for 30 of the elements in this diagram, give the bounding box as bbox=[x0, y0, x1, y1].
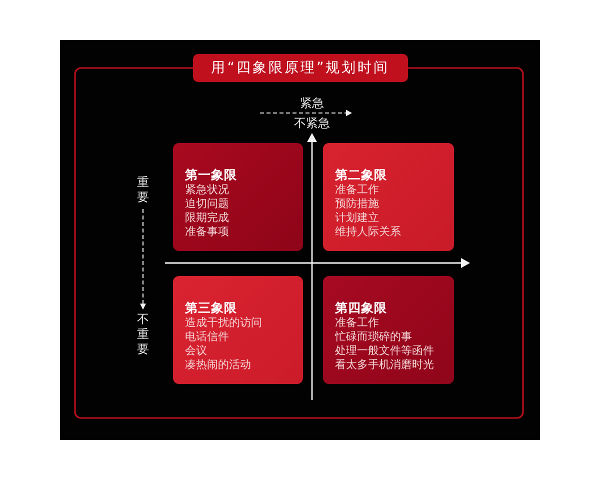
list-item: 处理一般文件等函件 bbox=[335, 344, 434, 358]
list-item: 准备事项 bbox=[185, 225, 229, 239]
list-item: 凑热闹的活动 bbox=[185, 358, 251, 372]
quadrant-heading: 第一象限 bbox=[185, 167, 237, 183]
list-item: 迫切问题 bbox=[185, 197, 229, 211]
quadrant-card bbox=[323, 143, 454, 251]
quadrant-card bbox=[323, 276, 454, 384]
list-item: 忙碌而琐碎的事 bbox=[335, 330, 412, 344]
list-item: 限期完成 bbox=[185, 211, 229, 225]
list-item: 紧急状况 bbox=[185, 183, 229, 197]
list-item: 电话信件 bbox=[185, 330, 229, 344]
list-item: 计划建立 bbox=[335, 211, 379, 225]
quadrant-card bbox=[173, 276, 303, 384]
list-item: 准备工作 bbox=[335, 316, 379, 330]
dashed-arrow bbox=[140, 209, 146, 310]
list-item: 看太多手机消磨时光 bbox=[335, 358, 434, 372]
list-item: 预防措施 bbox=[335, 197, 379, 211]
quadrant-heading: 第三象限 bbox=[185, 300, 237, 316]
axis-label: 不重要 bbox=[137, 312, 149, 357]
quadrant-heading: 第二象限 bbox=[335, 167, 387, 183]
axis-label: 重要 bbox=[137, 175, 149, 205]
list-item: 维持人际关系 bbox=[335, 225, 401, 239]
list-item: 会议 bbox=[185, 344, 207, 358]
list-item: 造成干扰的访问 bbox=[185, 316, 262, 330]
title-banner: 用“四象限原理”规划时间 bbox=[193, 54, 408, 82]
list-item: 准备工作 bbox=[335, 183, 379, 197]
quadrant-card bbox=[173, 143, 303, 251]
axis-label: 紧急 bbox=[300, 97, 324, 110]
axis-label: 不紧急 bbox=[294, 117, 330, 130]
quadrant-heading: 第四象限 bbox=[335, 300, 387, 316]
